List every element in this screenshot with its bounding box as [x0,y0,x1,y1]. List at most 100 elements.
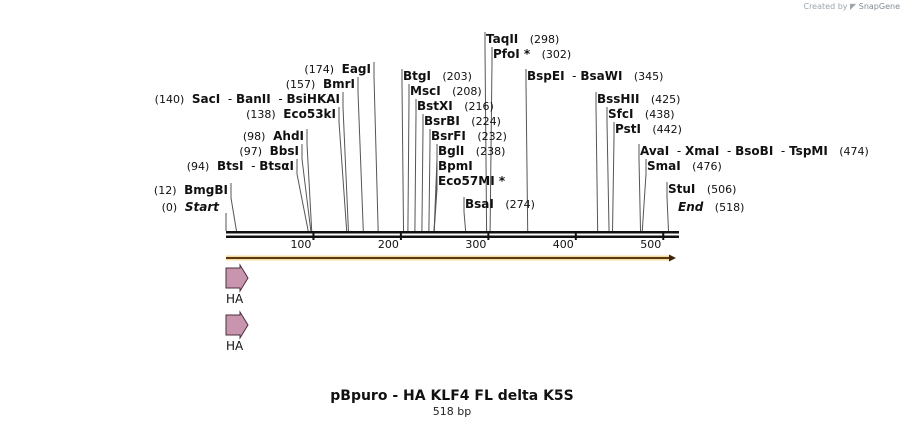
feature-ha-1[interactable]: HA [225,263,249,306]
site-label[interactable]: TaqII (298) [486,32,559,46]
site-position: (345) [634,70,664,83]
site-position: (438) [645,108,675,121]
site-label[interactable]: BsrBI (224) [424,114,501,128]
site-position: (442) [652,123,682,136]
enzyme-name: BsoBI [735,144,773,158]
site-position: (425) [651,93,681,106]
enzyme-name: SmaI [647,159,681,173]
site-label[interactable]: BglI (238) [438,144,505,158]
site-label[interactable]: BtgI (203) [403,69,472,83]
tick-label: 500 [640,238,661,251]
watermark-brand: SnapGene [858,2,900,11]
site-leader-line [357,77,364,232]
site-leader-line [428,129,431,232]
site-position: (274) [505,198,535,211]
site-position: (298) [530,33,560,46]
start-name: Start [185,200,220,214]
enzyme-name: PstI [615,122,641,136]
site-label[interactable]: StuI (506) [668,182,736,196]
site-label[interactable]: Eco57MI * [438,174,506,188]
feature-label: HA [226,292,244,306]
start-label: (0) Start [162,200,221,214]
site-leader-line [638,144,642,232]
site-leader-line [666,182,670,232]
site-label[interactable]: BspEI - BsaWI (345) [527,69,663,83]
site-leader-line [342,92,349,232]
enzyme-name: BpmI [438,159,473,173]
site-position: (94) [187,160,210,173]
site-leader-line [414,99,417,232]
site-position: (476) [692,160,722,173]
end-position: (518) [715,201,745,214]
enzyme-name: Eco57MI * [438,174,506,188]
enzyme-name: BtsI [217,159,244,173]
site-position: (157) [286,78,316,91]
site-position: (474) [839,145,869,158]
site-position: (506) [707,183,737,196]
site-label[interactable]: (174) EagI [304,62,371,76]
site-position: (98) [243,130,266,143]
site-label[interactable]: PfoI * (302) [493,47,571,61]
site-position: (232) [477,130,507,143]
enzyme-name: BbsI [270,144,299,158]
site-label[interactable]: AvaI - XmaI - BsoBI - TspMI (474) [640,144,869,158]
enzyme-name: SacI [192,92,220,106]
site-leader-line [489,47,493,232]
enzyme-name: BtgI [403,69,431,83]
enzyme-name: StuI [668,182,695,196]
map-title: pBpuro - HA KLF4 FL delta K5S [330,388,574,404]
site-leader-line [612,122,615,232]
enzyme-name: SfcI [608,107,633,121]
site-position: (216) [464,100,494,113]
site-leader-line [433,174,438,232]
start-position: (0) [162,201,178,214]
enzyme-name: AvaI [640,144,669,158]
sequence-backbone[interactable] [226,231,679,238]
site-label[interactable]: BsaI (274) [465,197,535,211]
site-label[interactable]: (157) BmrI [286,77,355,91]
site-label[interactable]: (140) SacI - BanII - BsiHKAI [155,92,340,106]
site-leader-line [338,107,348,232]
enzyme-name: AhdI [273,129,304,143]
end-label: End (518) [678,200,744,214]
site-label[interactable]: SfcI (438) [608,107,675,121]
orf-arrow[interactable] [226,254,676,262]
tick-label: 200 [378,238,399,251]
site-label[interactable]: BssHII (425) [597,92,680,106]
enzyme-name: BssHII [597,92,639,106]
enzyme-name: BsrFI [431,129,466,143]
site-label[interactable]: (138) Eco53kI [246,107,336,121]
site-leader-line [306,129,313,232]
site-leader-line [606,107,610,232]
site-label[interactable]: (12) BmgBI [154,183,228,197]
site-leader-line [525,69,529,232]
site-label[interactable]: PstI (442) [615,122,682,136]
enzyme-name: TspMI [789,144,828,158]
site-label[interactable]: BsrFI (232) [431,129,507,143]
site-position: (208) [452,85,482,98]
site-leader-line [373,62,379,232]
site-leader-line [296,159,309,232]
feature-label: HA [226,339,244,353]
feature-ha-2[interactable]: HA [225,310,249,353]
site-leader-line [595,92,599,232]
enzyme-name: BspEI [527,69,565,83]
site-label[interactable]: BpmI [438,159,473,173]
site-position: (138) [246,108,276,121]
enzyme-name: BtsαI [259,159,294,173]
enzyme-name: BsaWI [580,69,622,83]
site-label[interactable]: MscI (208) [410,84,482,98]
site-leader-line [421,114,424,232]
watermark-prefix: Created by [803,2,848,11]
site-label[interactable]: BstXI (216) [417,99,494,113]
site-label[interactable]: (98) AhdI [243,129,304,143]
enzyme-name: MscI [410,84,441,98]
site-label[interactable]: (94) BtsI - BtsαI [187,159,294,173]
site-leader-line [463,197,467,232]
enzyme-name: XmaI [685,144,719,158]
site-label[interactable]: SmaI (476) [647,159,722,173]
site-label[interactable]: (97) BbsI [239,144,299,158]
end-name: End [678,200,704,214]
